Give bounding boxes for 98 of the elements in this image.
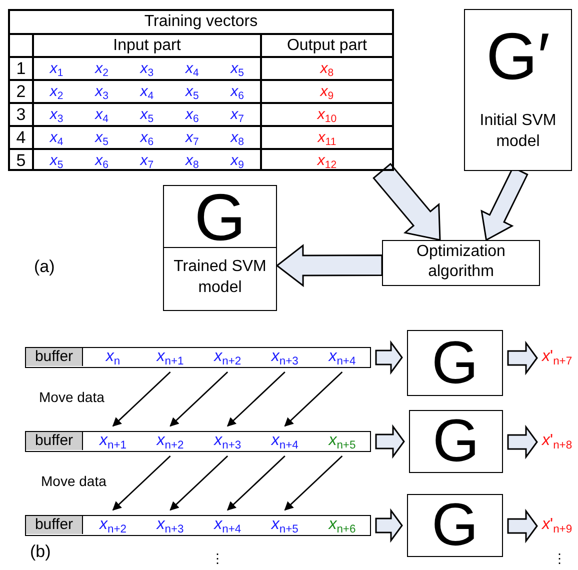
block-arrow [276, 244, 383, 288]
block-arrow [375, 424, 405, 459]
input-value: x$_{4}$ [170, 56, 215, 79]
panel-label: (b) [30, 542, 51, 562]
row-number: 4 [10, 125, 34, 148]
model-box [409, 410, 503, 473]
panel-label: (a) [34, 257, 55, 277]
model-box [407, 330, 503, 396]
vector-element: x$_{n+3}$ [256, 348, 313, 366]
input-value: x$_{5}$ [79, 125, 124, 148]
vector-element: x$_{n+1}$ [142, 348, 198, 366]
arrow [170, 372, 228, 427]
input-value: x$_{5}$ [214, 56, 260, 79]
input-value: x$_{1}$ [34, 56, 80, 79]
model-box [407, 494, 503, 557]
block-arrow [507, 424, 538, 460]
arrow [226, 456, 286, 511]
input-value: x$_{9}$ [214, 148, 260, 171]
model-symbol: G [430, 495, 480, 555]
vector-element: x$_{n+5}$ [256, 516, 313, 534]
training-vectors-table [8, 9, 394, 171]
step-note: Move data [39, 389, 104, 405]
input-value: x$_{4}$ [79, 102, 124, 125]
vector-element: x$_{n+2}$ [142, 432, 198, 450]
predicted-value: x'$_{n+9}$ [542, 516, 572, 536]
column-header: Output part [260, 33, 392, 56]
vector-element: x$_{n+4}$ [256, 432, 313, 450]
block-arrow [375, 508, 403, 543]
data-buffer-row [25, 431, 371, 452]
input-value: x$_{8}$ [214, 125, 260, 148]
model-symbol: G′ [485, 18, 551, 95]
input-value: x$_{2}$ [79, 56, 124, 79]
block-arrow [375, 340, 403, 375]
input-value: x$_{2}$ [34, 79, 80, 102]
arrow [284, 455, 343, 511]
vector-element: x$_{n+1}$ [85, 432, 141, 450]
input-value: x$_{5}$ [124, 102, 170, 125]
data-buffer-row [25, 347, 371, 368]
input-value: x$_{4}$ [124, 79, 170, 102]
input-value: x$_{6}$ [79, 148, 124, 171]
input-value: x$_{7}$ [124, 148, 170, 171]
arrow [112, 372, 171, 427]
input-value: x$_{7}$ [170, 125, 215, 148]
block-arrow [507, 508, 538, 544]
input-value: x$_{5}$ [170, 79, 215, 102]
step-note: Move data [41, 473, 106, 489]
predicted-value: x'$_{n+8}$ [542, 432, 572, 452]
continuation-dots: ⋮ [553, 551, 566, 566]
row-number: 5 [10, 148, 34, 171]
vector-element: x$_{n}$ [85, 348, 141, 366]
model-box [464, 9, 572, 171]
process-box [382, 240, 540, 286]
data-buffer-row [25, 515, 371, 536]
vector-element: x$_{n+3}$ [200, 432, 256, 450]
buffer-cell: buffer [26, 348, 83, 366]
input-value: x$_{6}$ [170, 102, 215, 125]
output-value: x$_{11}$ [260, 125, 392, 148]
input-value: x$_{6}$ [214, 79, 260, 102]
row-number: 1 [10, 56, 34, 79]
arrow [226, 372, 286, 427]
model-caption: Initial SVM model [478, 111, 558, 152]
input-value: x$_{3}$ [124, 56, 170, 79]
row-number: 2 [10, 79, 34, 102]
input-value: x$_{4}$ [34, 125, 80, 148]
input-value: x$_{6}$ [124, 125, 170, 148]
input-value: x$_{3}$ [79, 79, 124, 102]
arrow [284, 371, 343, 427]
table-title: Training vectors [143, 12, 259, 32]
output-value: x$_{8}$ [260, 56, 392, 79]
buffer-cell: buffer [26, 516, 83, 534]
vector-element: x$_{n+2}$ [200, 348, 256, 366]
output-value: x$_{10}$ [260, 102, 392, 125]
input-value: x$_{3}$ [34, 102, 80, 125]
input-value: x$_{8}$ [170, 148, 215, 171]
model-symbol: G [432, 411, 480, 471]
row-number: 3 [10, 102, 34, 125]
model-box [163, 185, 277, 311]
process-label: Optimization algorithm [416, 242, 506, 282]
block-arrow [507, 340, 538, 376]
output-value: x$_{9}$ [260, 79, 392, 102]
arrow [170, 456, 228, 511]
arrow [112, 456, 171, 511]
model-caption: Trained SVM model [172, 257, 268, 298]
buffer-cell: buffer [26, 432, 83, 450]
continuation-dots: ⋮ [211, 551, 224, 566]
input-value: x$_{7}$ [214, 102, 260, 125]
vector-element: x$_{n+6}$ [314, 516, 370, 534]
block-arrow [372, 162, 441, 241]
vector-element: x$_{n+3}$ [142, 516, 198, 534]
vector-element: x$_{n+4}$ [200, 516, 256, 534]
input-value: x$_{5}$ [34, 148, 80, 171]
vector-element: x$_{n+2}$ [85, 516, 141, 534]
predicted-value: x'$_{n+7}$ [542, 348, 572, 368]
vector-element: x$_{n+5}$ [314, 432, 370, 450]
vector-element: x$_{n+4}$ [314, 348, 370, 366]
model-symbol: G [430, 331, 480, 394]
output-value: x$_{12}$ [260, 148, 392, 171]
column-header: Input part [34, 33, 260, 56]
